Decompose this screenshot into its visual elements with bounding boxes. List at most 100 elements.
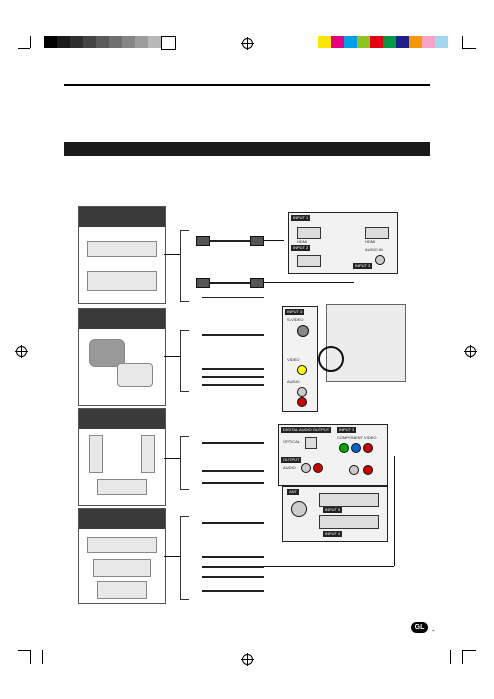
page-dash: -: [432, 626, 435, 635]
audio-cable: [202, 482, 264, 484]
color-swatch: [135, 36, 148, 48]
color-swatch: [344, 36, 357, 48]
color-swatch: [409, 36, 422, 48]
connector-line: [264, 566, 394, 567]
dvd-player-image: [87, 537, 157, 553]
video-jack-icon: [297, 365, 307, 375]
crop-mark: [450, 650, 451, 664]
connector-line: [164, 458, 180, 459]
hdmi-cable: [202, 240, 264, 242]
panel-header: [79, 409, 165, 429]
color-swatch: [161, 36, 176, 50]
audio-label: AUDIO: [287, 379, 300, 384]
component-pr-jack-icon: [363, 443, 373, 453]
ant-tag: ANT: [287, 489, 299, 495]
hdmi-plug-icon: [250, 278, 264, 288]
component-video-label: COMPONENT VIDEO: [337, 435, 377, 440]
input-tag: INPUT 4: [323, 531, 343, 537]
scart-input-panel: ANT INPUT 5 INPUT 4: [282, 486, 388, 542]
color-swatch: [122, 36, 135, 48]
connector-line: [264, 240, 284, 241]
device-panel-audio: [78, 408, 166, 506]
hdmi-port: [297, 255, 321, 267]
composite-cable: [202, 376, 264, 378]
digital-audio-output-tag: DIGITAL AUDIO OUTPUT: [281, 427, 332, 433]
hdmi-input-panel: INPUT 1 HDMI INPUT 2 HDMI AUDIO IN INPUT…: [288, 212, 398, 274]
device-panel-component: [78, 508, 166, 604]
output-tag: OUTPUT: [281, 457, 302, 463]
composite-cable: [202, 368, 264, 370]
color-swatch: [148, 36, 161, 48]
crop-mark: [462, 650, 463, 664]
color-swatch: [70, 36, 83, 48]
input-tag: INPUT 1: [291, 215, 311, 221]
connector-line: [164, 556, 180, 557]
hdmi-port: [365, 227, 389, 239]
heading-rule: [64, 84, 430, 86]
registration-mark-icon: [464, 345, 477, 358]
registration-mark-icon: [241, 653, 254, 666]
color-swatch: [57, 36, 70, 48]
crop-mark: [42, 650, 43, 664]
dvi-cable: [202, 282, 264, 284]
color-swatch: [396, 36, 409, 48]
panel-header: [79, 309, 165, 329]
connector-line: [164, 356, 180, 357]
hdmi-label: HDMI: [365, 239, 376, 244]
color-swatch: [383, 36, 396, 48]
video-input-panel: INPUT 4 S-VIDEO VIDEO AUDIO: [282, 306, 318, 412]
component-cable: [202, 566, 264, 568]
crop-mark: [18, 48, 30, 49]
color-swatch: [318, 36, 331, 48]
panel-header: [79, 207, 165, 227]
cable-bracket: [180, 230, 189, 302]
dvd-player-image: [87, 241, 157, 257]
audio-in-label: AUDIO IN: [365, 247, 383, 252]
crop-mark: [462, 650, 476, 651]
input-tag: INPUT 3: [337, 427, 357, 433]
color-swatch: [109, 36, 122, 48]
connector-line: [394, 456, 395, 566]
audio-output-jack-icon: [313, 463, 323, 473]
section-bar: [64, 142, 430, 156]
cable-bracket: [180, 516, 189, 600]
scart-cable: [202, 522, 264, 524]
crop-mark: [462, 48, 476, 49]
component-audio-jack-icon: [349, 465, 359, 475]
component-cable: [202, 556, 264, 558]
registration-mark-icon: [15, 345, 28, 358]
audio-jack-icon: [297, 387, 307, 397]
recorder-image: [87, 271, 157, 291]
cable-bracket: [180, 436, 189, 490]
color-swatch: [83, 36, 96, 48]
page-number-badge: GL: [411, 622, 428, 633]
s-video-cable: [202, 334, 264, 336]
magnifier-circle: [318, 346, 344, 372]
tv-rear-image: [326, 304, 406, 382]
component-input-panel: DIGITAL AUDIO OUTPUT OPTICAL OUTPUT AUDI…: [278, 424, 388, 486]
speaker-right-image: [141, 435, 155, 473]
component-cable: [202, 576, 264, 578]
input-tag: INPUT 5: [323, 507, 343, 513]
audio-output-label: AUDIO: [283, 465, 296, 470]
component-pb-jack-icon: [351, 443, 361, 453]
hdmi-plug-icon: [196, 236, 210, 246]
vcr-image: [93, 559, 151, 577]
color-swatch: [435, 36, 448, 48]
color-swatch: [96, 36, 109, 48]
speaker-left-image: [89, 435, 103, 473]
color-swatch: [331, 36, 344, 48]
optical-label: OPTICAL: [283, 439, 301, 444]
antenna-jack-icon: [291, 501, 307, 517]
registration-mark-icon: [241, 37, 254, 50]
audio-cable: [202, 470, 264, 472]
tuner-image: [97, 581, 147, 599]
color-swatch: [44, 36, 57, 48]
scart-port: [319, 493, 379, 507]
audio-jack-icon: [297, 397, 307, 407]
color-swatch: [370, 36, 383, 48]
device-panel-video: [78, 308, 166, 406]
game-console-image: [117, 363, 153, 387]
input-tag: INPUT 3: [353, 263, 373, 269]
connector-line: [264, 282, 354, 283]
